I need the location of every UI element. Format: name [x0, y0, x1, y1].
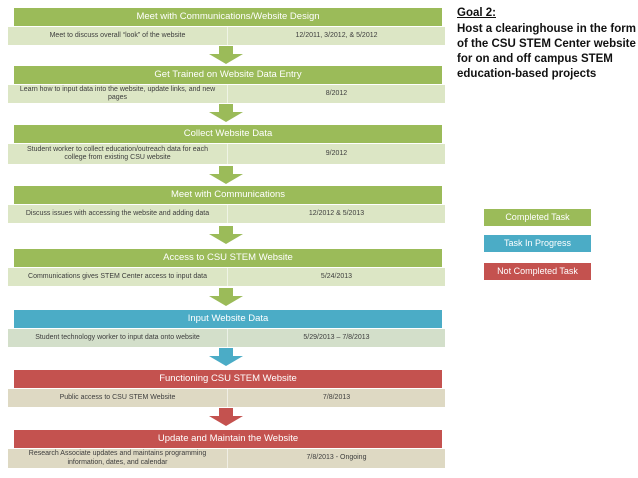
goal-statement: Goal 2: Host a clearinghouse in the form…: [457, 6, 637, 82]
task-date: 9/2012: [325, 149, 348, 157]
task-date: 8/2012: [325, 89, 348, 97]
down-arrow-icon: [209, 166, 243, 184]
flow-step-detail: Public access to CSU STEM Website 7/8/20…: [8, 389, 445, 407]
flow-step-header: Functioning CSU STEM Website: [14, 370, 442, 388]
flow-step-header: Meet with Communications/Website Design: [14, 8, 442, 26]
down-arrow-icon: [209, 408, 243, 426]
task-description: Student technology worker to input data …: [8, 329, 228, 347]
flow-step-detail: Meet to discuss overall “look” of the we…: [8, 27, 445, 45]
task-description: Discuss issues with accessing the websit…: [8, 205, 228, 223]
flow-step-header: Get Trained on Website Data Entry: [14, 66, 442, 84]
legend-item-not-completed: Not Completed Task: [484, 263, 591, 280]
task-date: 12/2012 & 5/2013: [308, 209, 365, 217]
flow-step-header: Update and Maintain the Website: [14, 430, 442, 448]
goal-text-line: for on and off campus STEM: [457, 53, 613, 65]
task-description: Learn how to input data into the website…: [8, 85, 228, 103]
task-date: 7/8/2013: [322, 393, 351, 401]
task-description: Communications gives STEM Center access …: [8, 268, 228, 286]
flow-step-header: Access to CSU STEM Website: [14, 249, 442, 267]
down-arrow-icon: [209, 104, 243, 122]
task-date: 5/29/2013 – 7/8/2013: [303, 333, 370, 341]
down-arrow-icon: [209, 348, 243, 366]
legend-item-completed: Completed Task: [484, 209, 591, 226]
task-date: 12/2011, 3/2012, & 5/2012: [295, 31, 378, 39]
flow-step-detail: Student technology worker to input data …: [8, 329, 445, 347]
task-description: Public access to CSU STEM Website: [8, 389, 228, 407]
flow-step-header: Meet with Communications: [14, 186, 442, 204]
task-description: Meet to discuss overall “look” of the we…: [8, 27, 228, 45]
down-arrow-icon: [209, 288, 243, 306]
goal-text-line: of the CSU STEM Center website: [457, 38, 636, 50]
down-arrow-icon: [209, 226, 243, 244]
flow-step-detail: Learn how to input data into the website…: [8, 85, 445, 103]
goal-title: Goal 2:: [457, 7, 496, 19]
task-description: Student worker to collect education/outr…: [8, 144, 228, 164]
goal-text-line: Host a clearinghouse in the form: [457, 23, 636, 35]
goal-text-line: education-based projects: [457, 68, 597, 80]
flow-step-header: Collect Website Data: [14, 125, 442, 143]
flow-step-detail: Research Associate updates and maintains…: [8, 449, 445, 468]
legend-item-in-progress: Task In Progress: [484, 235, 591, 252]
task-date: 5/24/2013: [320, 272, 353, 280]
flow-step-header: Input Website Data: [14, 310, 442, 328]
flow-step-detail: Discuss issues with accessing the websit…: [8, 205, 445, 223]
task-date: 7/8/2013 - Ongoing: [306, 454, 367, 462]
flow-step-detail: Student worker to collect education/outr…: [8, 144, 445, 164]
task-description: Research Associate updates and maintains…: [8, 449, 228, 468]
down-arrow-icon: [209, 46, 243, 64]
flow-step-detail: Communications gives STEM Center access …: [8, 268, 445, 286]
